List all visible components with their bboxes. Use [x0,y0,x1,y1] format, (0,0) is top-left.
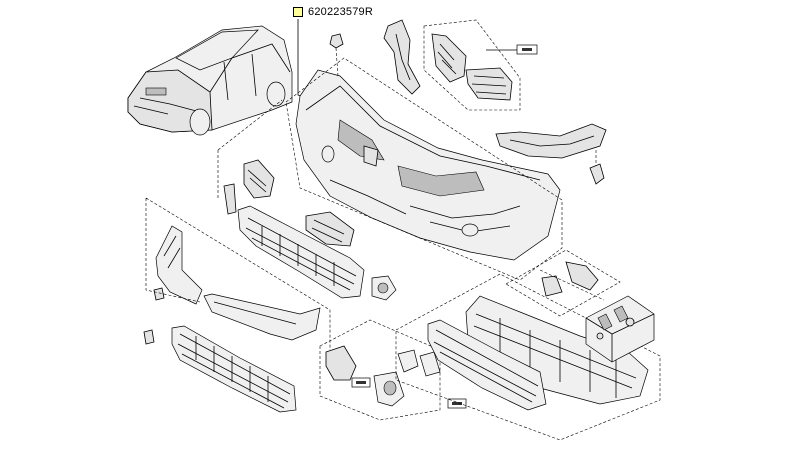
parts-box-icon [585,295,655,363]
lower-grille-center [237,205,365,299]
part-number-label: 620223579R [308,6,374,18]
bracket-upper-left [383,19,421,95]
part-number-callout[interactable]: 620223579R [293,5,373,19]
bracket-small-right [539,261,605,301]
trim-strip-chrome [203,293,321,341]
front-bumper-cover [295,69,561,261]
clip-top [329,33,344,77]
callout-marker [293,7,303,17]
fog-lamp-assembly [325,345,441,407]
grille-upper-right [431,33,513,101]
spoiler-strip-left [153,225,203,305]
grille-insert-mid [305,211,355,247]
clip-lower-left [143,329,155,345]
fog-grille-left [223,159,275,215]
bracket-side-right [495,123,607,185]
lower-grille-frame [427,319,547,411]
lower-grille-mesh [171,325,297,413]
reference-tag-icon [486,44,538,55]
car-hatchback-icon [127,25,293,136]
fog-bezel-right [371,275,397,301]
